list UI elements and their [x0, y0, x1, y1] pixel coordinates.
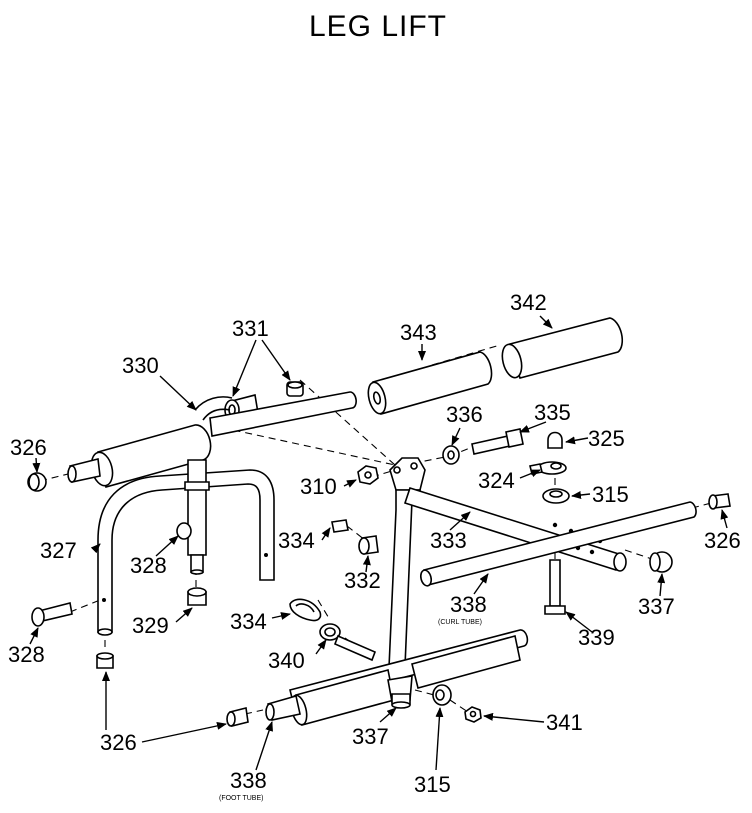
bolt-339 [544, 559, 566, 615]
callout-338-curl: 338 [450, 592, 487, 617]
callout-326-right: 326 [704, 528, 741, 553]
callout-328-top: 328 [130, 553, 167, 578]
callout-332: 332 [344, 568, 381, 593]
leader-arrows [29, 315, 729, 771]
spring-disc-315 [542, 488, 570, 504]
callout-331: 331 [232, 316, 269, 341]
callout-327: 327 [40, 538, 77, 563]
callout-328-bottom: 328 [8, 642, 45, 667]
bushing-332 [358, 535, 379, 555]
callout-334-top: 334 [278, 528, 315, 553]
callout-325: 325 [588, 426, 625, 451]
center-post [184, 459, 210, 575]
end-cap-326-left [27, 472, 47, 492]
callout-333: 333 [430, 528, 467, 553]
cap-337-right [649, 551, 673, 573]
end-cap-326-foot [226, 707, 249, 727]
callout-343: 343 [400, 320, 437, 345]
callout-340: 340 [268, 648, 305, 673]
callout-labels: 342 343 331 330 336 335 325 326 310 324 … [8, 290, 741, 802]
callout-329: 329 [132, 613, 169, 638]
nut-310 [357, 465, 379, 485]
callout-341: 341 [546, 710, 583, 735]
knob-328 [31, 522, 192, 627]
callout-326-bottom: 326 [100, 730, 137, 755]
callout-336: 336 [446, 402, 483, 427]
callout-315-top: 315 [592, 482, 629, 507]
nut-341 [464, 706, 482, 723]
cap-337-bottom [391, 693, 411, 709]
callout-326-left: 326 [10, 435, 47, 460]
bolt-334 [289, 519, 349, 622]
upper-bar-330 [67, 391, 357, 488]
curl-tube-338 [419, 501, 697, 587]
callout-335: 335 [534, 400, 571, 425]
end-cap-326-right [708, 493, 731, 510]
callout-339: 339 [578, 625, 615, 650]
callout-310: 310 [300, 474, 337, 499]
end-cap-326-bottom [96, 652, 114, 669]
lower-foam-pad-343 [367, 351, 493, 415]
pop-pin-324 [529, 461, 567, 475]
assembly-drawing [27, 317, 731, 727]
callout-337-right: 337 [638, 594, 675, 619]
upper-foam-pad-342 [501, 317, 624, 379]
page-title: LEG LIFT [309, 10, 447, 43]
foot-cap-329 [187, 587, 207, 606]
knob-325 [547, 431, 563, 449]
callout-315-bottom: 315 [414, 772, 451, 797]
eye-bolt-340 [319, 623, 377, 662]
callout-330: 330 [122, 353, 159, 378]
callout-338-foot-note: (FOOT TUBE) [219, 795, 263, 802]
callout-334-bottom: 334 [230, 609, 267, 634]
disc-315-bottom [432, 684, 452, 706]
callout-337-bottom: 337 [352, 724, 389, 749]
callout-324: 324 [478, 468, 515, 493]
bolt-335 [471, 428, 524, 455]
washer-336 [442, 445, 460, 465]
callout-338-foot: 338 [230, 768, 267, 793]
callout-338-curl-note: (CURL TUBE) [438, 619, 482, 626]
leg-frame-327 [97, 469, 275, 636]
callout-342: 342 [510, 290, 547, 315]
foot-tube-338 [265, 629, 529, 726]
